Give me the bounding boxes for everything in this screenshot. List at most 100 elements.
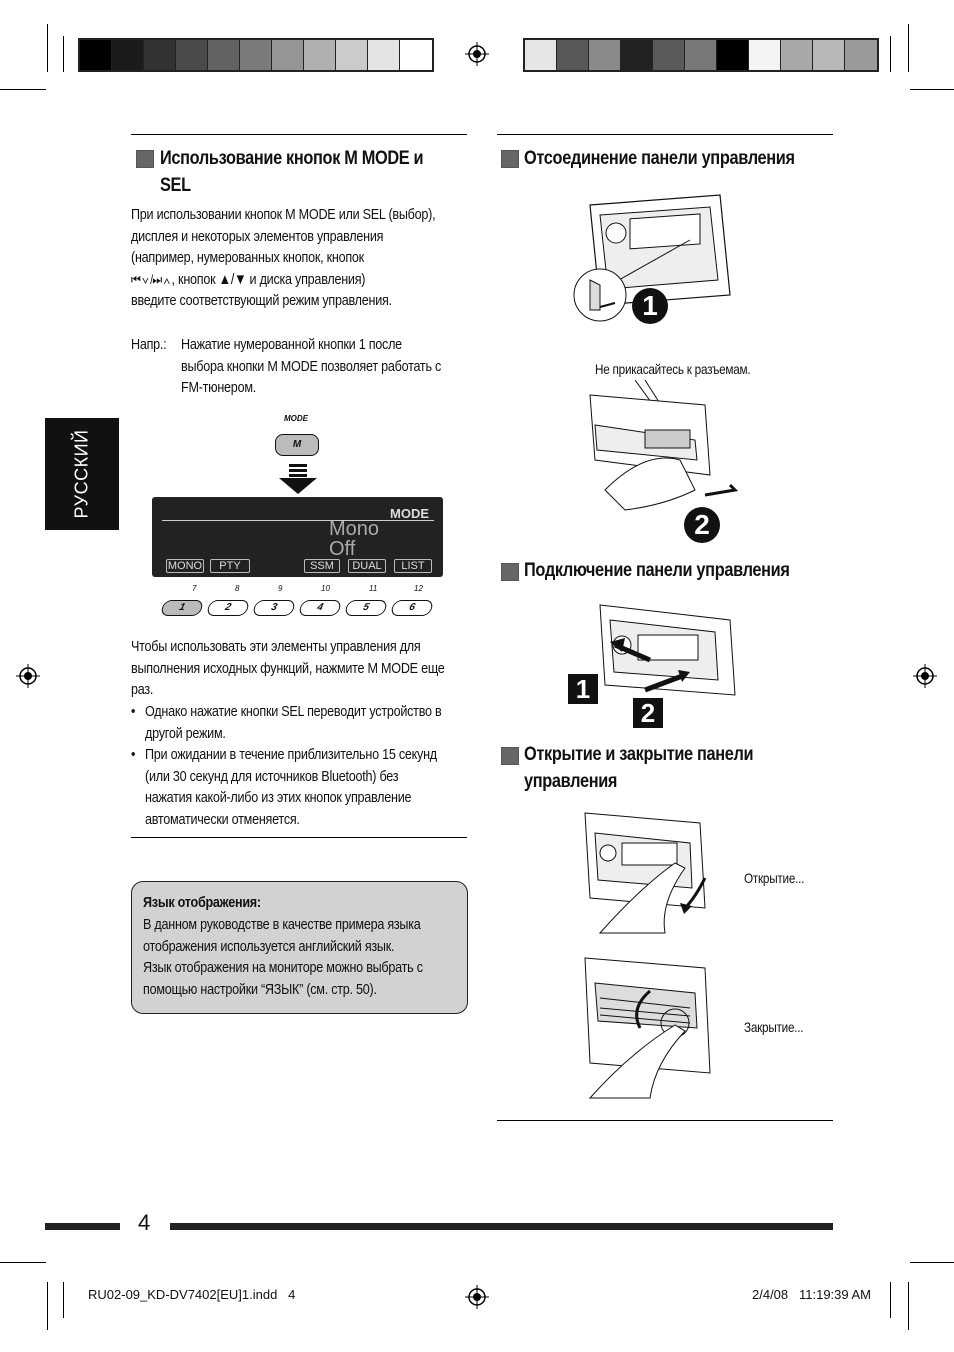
color-swatch — [336, 40, 368, 70]
intro-paragraph: При использовании кнопок M MODE или SEL … — [131, 206, 436, 309]
display-line2: Off — [329, 538, 356, 560]
color-swatch — [144, 40, 176, 70]
crop-mark — [0, 89, 46, 90]
color-swatch — [525, 40, 557, 70]
attach-step-number-2: 2 — [633, 698, 663, 728]
crop-mark — [910, 89, 954, 90]
bullet-item: При ожидании в течение приблизительно 15… — [145, 746, 437, 828]
crop-mark — [908, 1282, 909, 1330]
bullet-marker: • — [131, 703, 136, 720]
display-mode-label: MODE — [390, 506, 429, 521]
color-swatch — [717, 40, 749, 70]
close-panel-illustration — [584, 957, 711, 1099]
preset-button-6[interactable]: 6 — [389, 600, 435, 616]
detach-step2-illustration — [589, 380, 739, 511]
color-swatch — [557, 40, 589, 70]
display-divider — [162, 520, 434, 521]
note-title: Язык отображения: — [143, 894, 261, 911]
section-heading-m-mode: Использование кнопок M MODE и SEL — [160, 148, 424, 196]
step-number-2: 2 — [684, 507, 720, 543]
detach-step1-illustration — [573, 194, 731, 322]
heading-marker — [498, 744, 519, 765]
preset-label: 11 — [369, 584, 378, 593]
color-swatch — [240, 40, 272, 70]
section-rule — [131, 837, 467, 838]
crop-mark — [890, 36, 891, 72]
m-mode-button[interactable]: M — [275, 434, 319, 456]
opening-label: Открытие... — [744, 870, 805, 886]
language-tab-label: РУССКИЙ — [71, 429, 92, 519]
bullet-item: Однако нажатие кнопки SEL переводит устр… — [145, 703, 442, 742]
step-number-1: 1 — [632, 288, 668, 324]
color-swatch — [589, 40, 621, 70]
color-swatch — [208, 40, 240, 70]
bullet-marker: • — [131, 746, 136, 763]
preset-button-4[interactable]: 4 — [297, 600, 343, 616]
color-swatch-bar-left — [78, 38, 434, 72]
heading-marker — [498, 147, 519, 168]
preset-label: 7 — [192, 584, 197, 593]
crop-mark — [890, 1282, 891, 1318]
language-tab: РУССКИЙ — [45, 418, 119, 530]
connector-warning: Не прикасайтесь к разъемам. — [595, 361, 751, 377]
note-text: В данном руководстве в качестве примера … — [143, 916, 423, 998]
display-softkey-list: LIST — [394, 559, 432, 573]
section-heading-open-close: Открытие и закрытие панели управления — [524, 744, 754, 792]
color-swatch — [368, 40, 400, 70]
registration-mark-icon — [465, 1285, 489, 1309]
page-bar-right — [170, 1223, 833, 1230]
color-swatch — [400, 40, 432, 70]
crop-mark — [910, 1262, 954, 1263]
color-swatch — [685, 40, 717, 70]
lcd-display: MODE Mono Off MONO PTY SSM DUAL LIST — [152, 497, 443, 577]
heading-marker — [498, 560, 519, 581]
display-line1: Mono — [329, 518, 380, 540]
page-number: 4 — [138, 1210, 151, 1235]
registration-mark-icon — [465, 42, 489, 66]
color-swatch — [749, 40, 781, 70]
preset-button-5[interactable]: 5 — [343, 600, 389, 616]
preset-button-2[interactable]: 2 — [205, 600, 251, 616]
crop-mark — [47, 1282, 48, 1330]
color-swatch — [80, 40, 112, 70]
footer-file: RU02-09_KD-DV7402[EU]1.indd 4 — [88, 1287, 296, 1302]
preset-label: 12 — [414, 584, 423, 593]
registration-mark-icon — [913, 664, 937, 688]
section-heading-detach: Отсоединение панели управления — [524, 148, 795, 169]
color-swatch — [845, 40, 877, 70]
preset-label: 10 — [321, 584, 330, 593]
page-bar-left — [45, 1223, 120, 1230]
registration-mark-icon — [16, 664, 40, 688]
crop-mark — [63, 1282, 64, 1318]
color-swatch — [813, 40, 845, 70]
footer-datetime: 2/4/08 11:19:39 AM — [752, 1287, 872, 1302]
example-label: Напр.: — [131, 336, 167, 353]
arrow-down-icon — [279, 464, 317, 494]
preset-button-3[interactable]: 3 — [251, 600, 297, 616]
display-softkey-ssm: SSM — [304, 559, 340, 573]
section-heading-attach: Подключение панели управления — [524, 560, 790, 581]
preset-label: 9 — [278, 584, 283, 593]
crop-mark — [47, 24, 48, 72]
color-swatch — [304, 40, 336, 70]
open-panel-illustration — [584, 812, 707, 934]
crop-mark — [908, 24, 909, 72]
skip-buttons-icon: ⏮ ∨ /⏭ ∧ — [131, 271, 172, 287]
color-swatch — [653, 40, 685, 70]
note-box — [131, 881, 468, 1014]
color-swatch — [112, 40, 144, 70]
crop-mark — [0, 1262, 46, 1263]
preset-button-1[interactable]: 1 — [159, 600, 205, 616]
attach-step-number-1: 1 — [568, 674, 598, 704]
example-text: Нажатие нумерованной кнопки 1 после выбо… — [181, 336, 442, 396]
section-rule — [131, 134, 467, 135]
color-swatch-bar-right — [523, 38, 879, 72]
color-swatch — [781, 40, 813, 70]
crop-mark — [63, 36, 64, 72]
display-softkey-mono: MONO — [166, 559, 204, 573]
section-rule — [497, 1120, 833, 1121]
preset-label: 8 — [235, 584, 240, 593]
display-softkey-pty: PTY — [210, 559, 250, 573]
color-swatch — [272, 40, 304, 70]
attach-illustration — [599, 604, 736, 696]
